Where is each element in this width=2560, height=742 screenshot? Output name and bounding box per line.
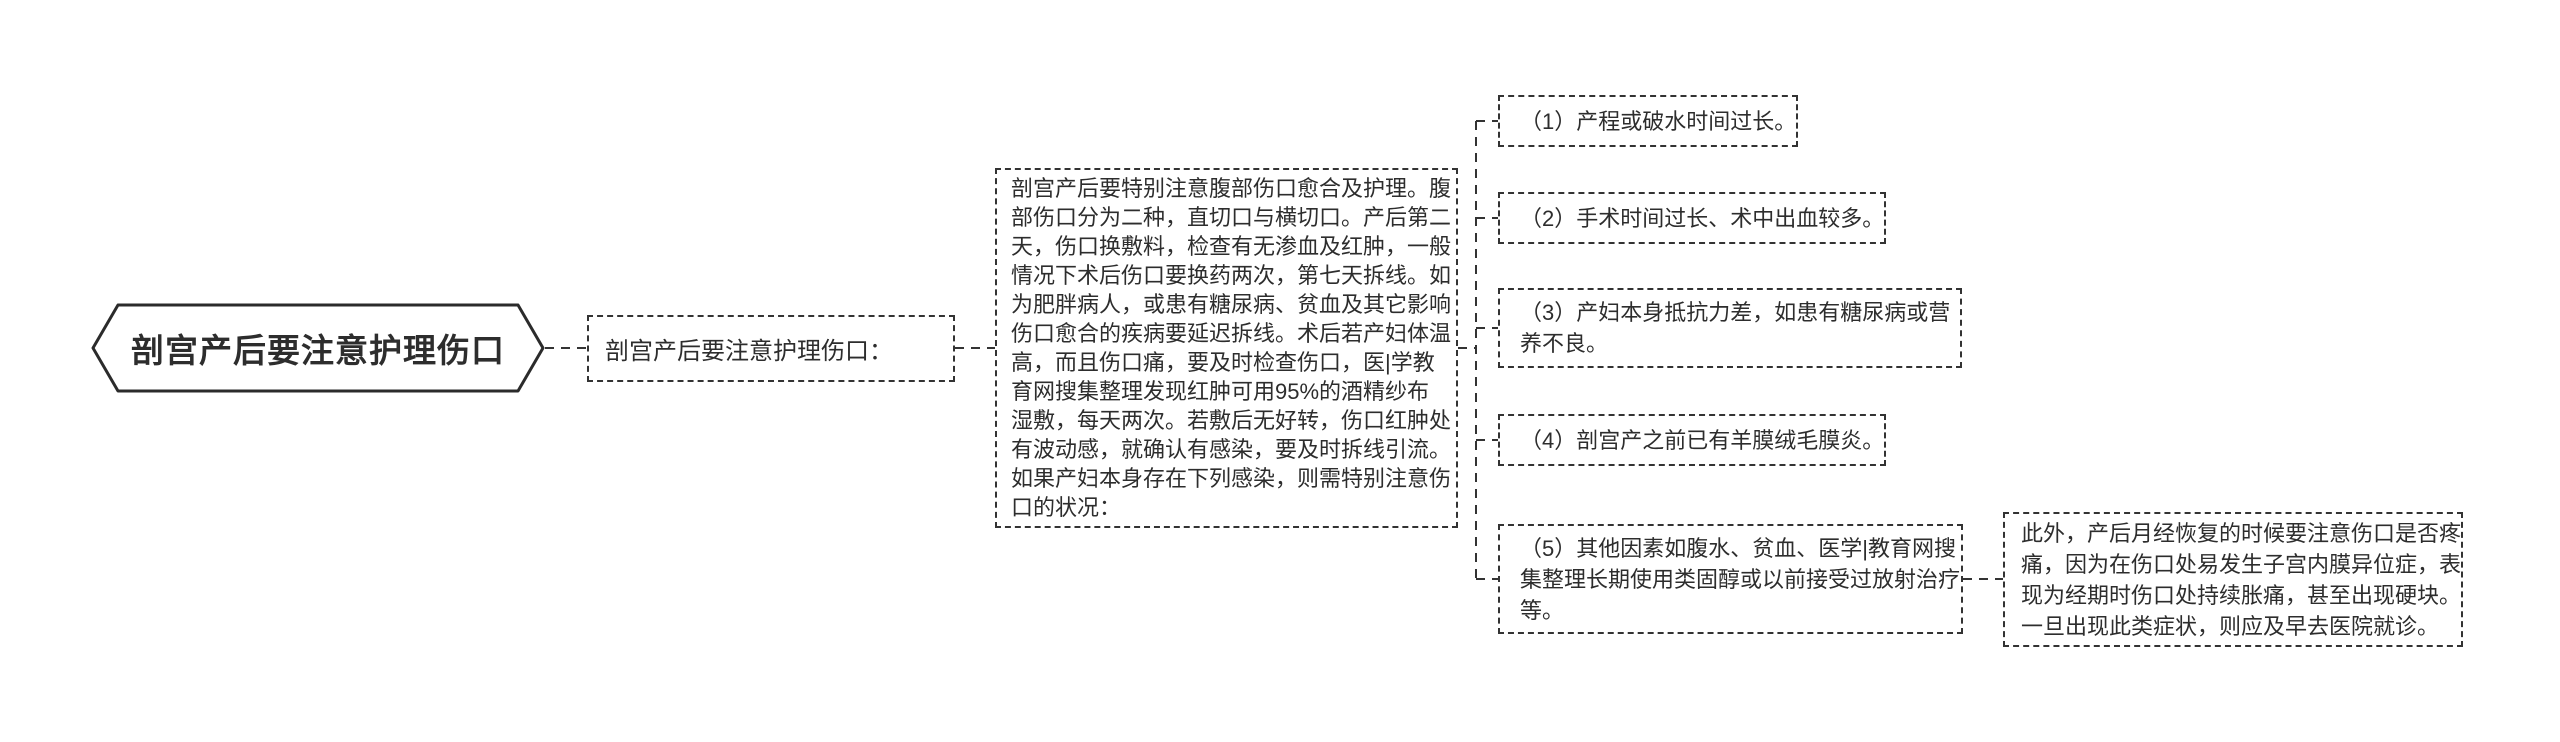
additional-note-node[interactable]: 此外，产后月经恢复的时候要注意伤口是否疼痛，因为在伤口处易发生子宫内膜异位症，表…	[2003, 512, 2463, 647]
root-hexagon-shape	[91, 303, 545, 393]
factor-node-2[interactable]: （2）手术时间过长、术中出血较多。	[1498, 192, 1886, 244]
root-topic-label: 剖宫产后要注意护理伤口	[131, 332, 505, 369]
factor-node-3[interactable]: （3）产妇本身抵抗力差，如患有糖尿病或营养不良。	[1498, 288, 1962, 368]
factor-node-1[interactable]: （1）产程或破水时间过长。	[1498, 95, 1798, 147]
main-topic-label: 剖宫产后要注意护理伤口：	[605, 338, 893, 365]
factor-node-5[interactable]: （5）其他因素如腹水、贫血、医学|教育网搜集整理长期使用类固醇或以前接受过放射治…	[1498, 524, 1963, 634]
intro-paragraph-node[interactable]: 剖宫产后要特别注意腹部伤口愈合及护理。腹部伤口分为二种，直切口与横切口。产后第二…	[995, 168, 1458, 528]
root-topic-node[interactable]: 剖宫产后要注意护理伤口	[91, 303, 545, 393]
main-topic-node[interactable]: 剖宫产后要注意护理伤口：	[587, 315, 955, 382]
factor-node-4[interactable]: （4）剖宫产之前已有羊膜绒毛膜炎。	[1498, 414, 1886, 466]
